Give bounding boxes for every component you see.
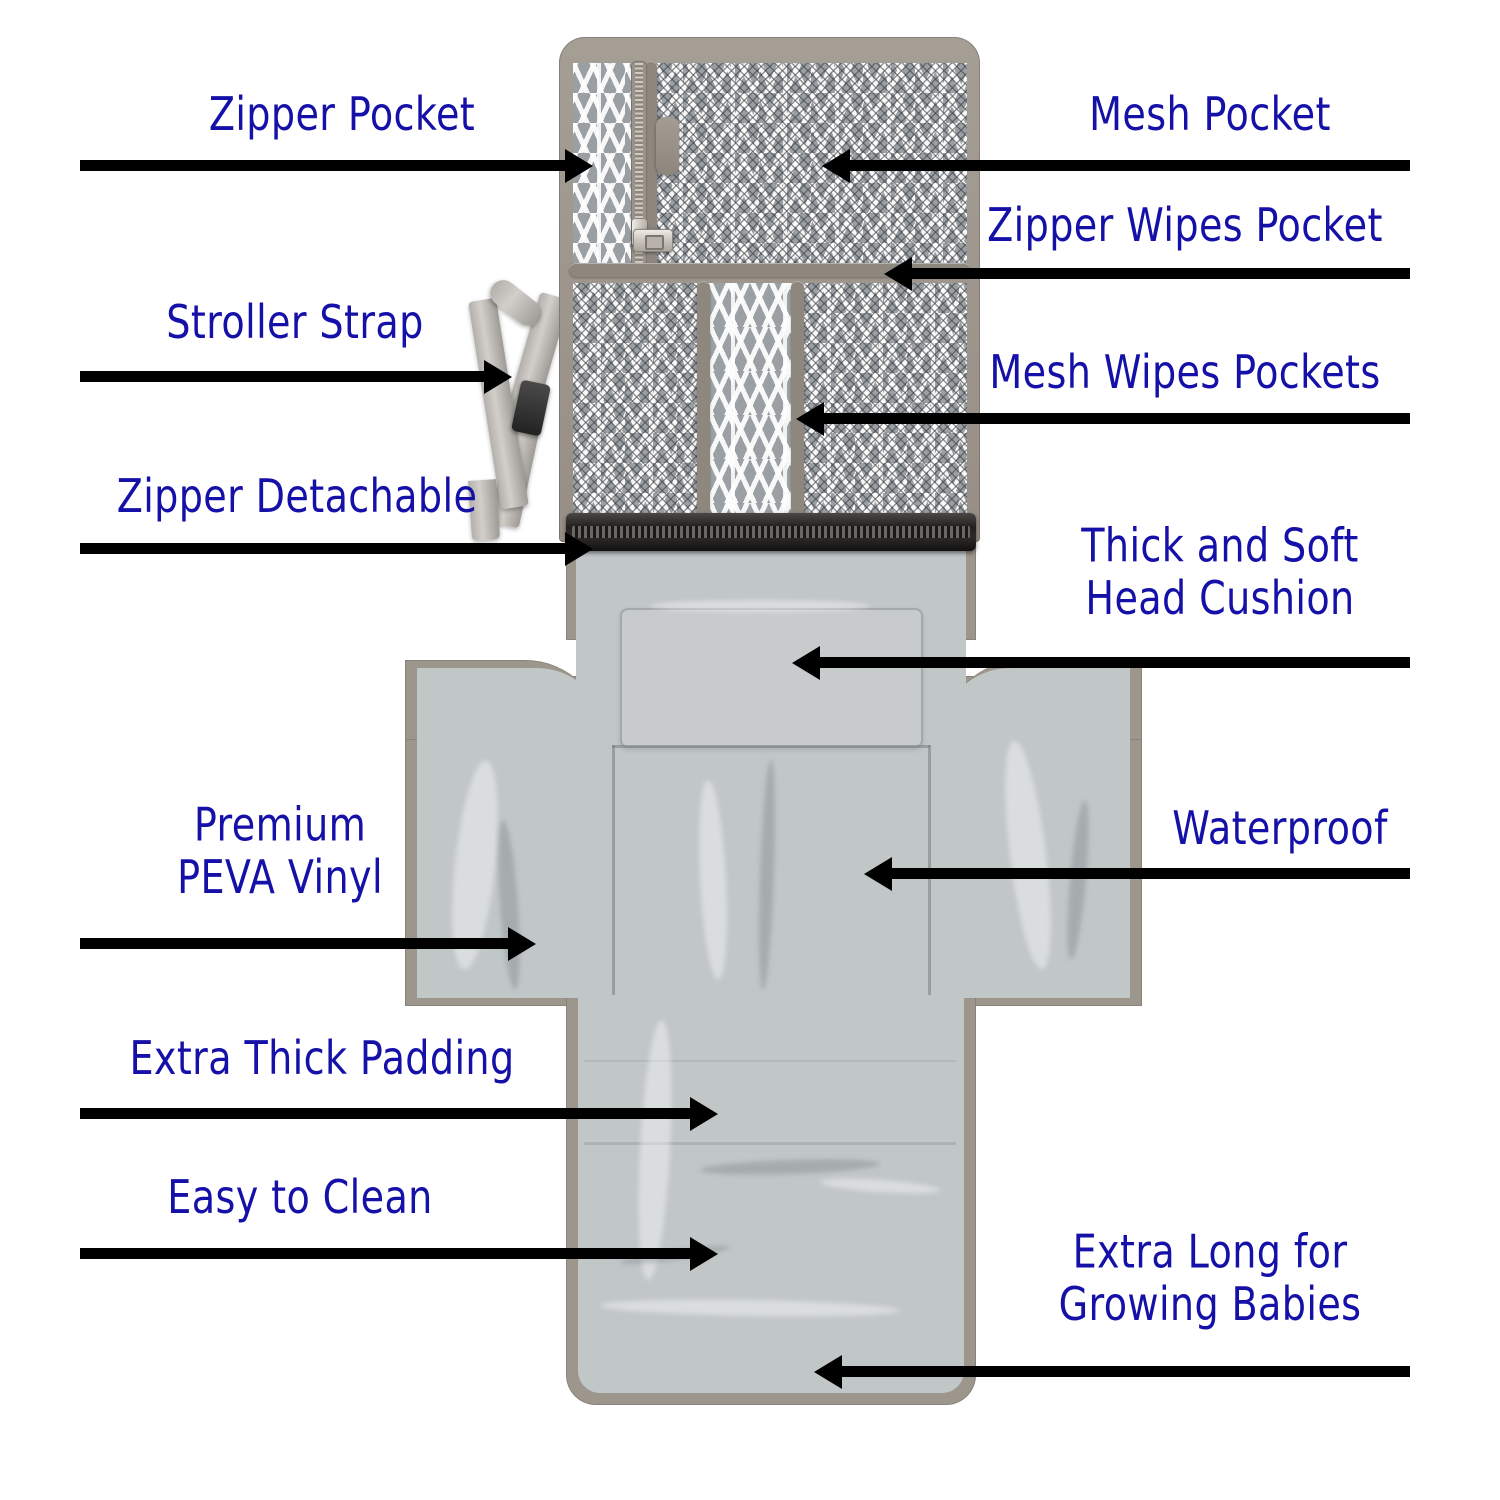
callout-label-mesh-pocket: Mesh Pocket <box>1089 86 1331 142</box>
panel-seam-mid <box>584 1142 956 1145</box>
callout-arrow-stroller-strap <box>80 359 512 394</box>
callout-arrow-extra-thick-padding <box>80 1096 718 1131</box>
zipper-pull[interactable] <box>633 229 673 252</box>
chevron-center-panel <box>707 283 793 523</box>
callout-arrow-zipper-wipes-pocket <box>884 256 1410 291</box>
callout-label-thick-and-soft-head-cushion: Thick and Soft Head Cushion <box>1081 518 1359 626</box>
callout-arrow-thick-and-soft-head-cushion <box>792 645 1410 680</box>
callout-label-zipper-wipes-pocket: Zipper Wipes Pocket <box>987 197 1383 253</box>
callout-arrow-zipper-detachable <box>80 531 593 566</box>
panel-seam-left <box>612 745 615 995</box>
top-fabric-flap <box>559 37 980 542</box>
callout-arrow-mesh-pocket <box>822 148 1410 183</box>
callout-label-extra-long-for-growing-babies: Extra Long for Growing Babies <box>1058 1224 1362 1332</box>
callout-label-mesh-wipes-pockets: Mesh Wipes Pockets <box>989 344 1381 400</box>
callout-arrow-premium-peva-vinyl <box>80 926 536 961</box>
callout-label-zipper-detachable: Zipper Detachable <box>116 468 478 524</box>
callout-label-extra-thick-padding: Extra Thick Padding <box>129 1030 515 1086</box>
fabric-tab <box>656 117 679 175</box>
callout-label-stroller-strap: Stroller Strap <box>166 294 424 350</box>
mesh-wipes-pocket-right <box>803 283 967 523</box>
mesh-wipes-pocket-left <box>573 283 697 523</box>
panel-seam-shoulder <box>612 745 930 748</box>
detachable-black-zipper[interactable] <box>566 513 976 551</box>
callout-label-zipper-pocket: Zipper Pocket <box>208 86 476 142</box>
head-cushion-panel <box>620 608 923 748</box>
callout-label-waterproof: Waterproof <box>1172 800 1388 856</box>
panel-seam-lower <box>584 1060 956 1062</box>
callout-arrow-zipper-pocket <box>80 148 593 183</box>
callout-label-easy-to-clean: Easy to Clean <box>167 1169 433 1225</box>
callout-arrow-easy-to-clean <box>80 1236 718 1271</box>
callout-label-premium-peva-vinyl: Premium PEVA Vinyl <box>177 797 383 905</box>
zipper-teeth <box>635 63 643 265</box>
callout-arrow-extra-long-for-growing-babies <box>814 1354 1410 1389</box>
callout-arrow-waterproof <box>864 856 1410 891</box>
zipper-wipes-pocket-seam <box>569 263 971 277</box>
callout-arrow-mesh-wipes-pockets <box>796 401 1410 436</box>
